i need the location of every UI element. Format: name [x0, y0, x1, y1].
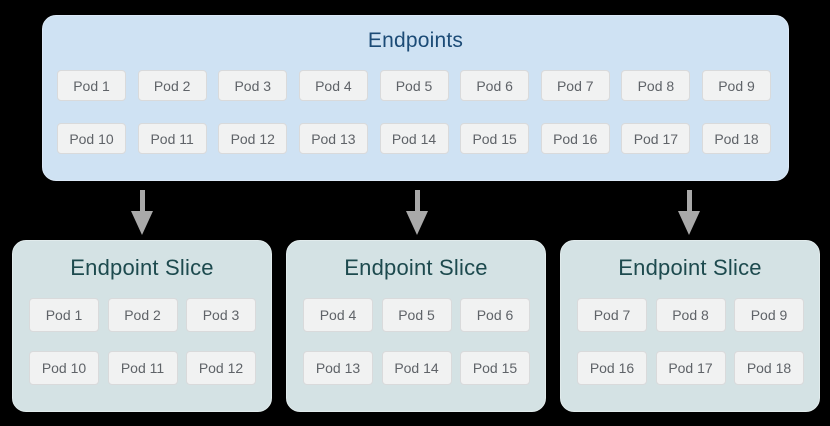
endpoints-title: Endpoints [367, 29, 464, 52]
arrow-down-icon [131, 211, 153, 235]
endpoint-slice-title: Endpoint Slice [70, 255, 214, 280]
pod-chip: Pod 13 [298, 123, 368, 154]
pod-chip: Pod 7 [577, 298, 647, 332]
pod-chip: Pod 5 [379, 70, 449, 101]
endpoint-slice-title: Endpoint Slice [344, 255, 488, 280]
arrow-shaft [414, 190, 420, 211]
pod-chip: Pod 9 [734, 298, 804, 332]
pod-chip: Pod 10 [57, 123, 126, 154]
pod-chip: Pod 8 [621, 70, 691, 101]
pod-chip: Pod 3 [186, 298, 256, 332]
pod-chip: Pod 13 [303, 351, 373, 385]
pod-chip: Pod 7 [540, 70, 610, 101]
pod-chip: Pod 5 [381, 298, 452, 332]
pod-chip: Pod 18 [702, 123, 771, 154]
flow-arrow-3 [677, 190, 701, 236]
pod-chip: Pod 3 [218, 70, 288, 101]
pod-chip: Pod 6 [460, 298, 530, 332]
pod-chip: Pod 4 [303, 298, 373, 332]
pod-chip: Pod 1 [57, 70, 126, 101]
endpoint-slice-title: Endpoint Slice [618, 255, 762, 280]
pod-chip: Pod 2 [107, 298, 178, 332]
pod-chip: Pod 14 [379, 123, 449, 154]
pod-chip: Pod 11 [107, 351, 178, 385]
pod-chip: Pod 12 [186, 351, 256, 385]
pod-chip: Pod 6 [460, 70, 530, 101]
endpoints-box: Endpoints Pod 1 Pod 2 Pod 3 Pod 4 Pod 5 Pod 6… [42, 15, 789, 181]
endpoints-pod-row-1: Pod 1 Pod 2 Pod 3 Pod 4 Pod 5 Pod 6 Pod 7 Pod 8… [57, 70, 771, 101]
pod-chip: Pod 15 [460, 351, 530, 385]
pod-chip: Pod 4 [298, 70, 368, 101]
pod-chip: Pod 1 [29, 298, 99, 332]
pod-chip: Pod 17 [621, 123, 691, 154]
pod-chip: Pod 12 [218, 123, 288, 154]
flow-arrow-2 [405, 190, 429, 236]
pod-chip: Pod 15 [460, 123, 530, 154]
arrow-down-icon [678, 211, 700, 235]
pod-chip: Pod 17 [655, 351, 726, 385]
pod-chip: Pod 16 [540, 123, 610, 154]
arrow-down-icon [406, 211, 428, 235]
pod-chip: Pod 10 [29, 351, 99, 385]
pod-chip: Pod 2 [137, 70, 207, 101]
arrow-shaft [139, 190, 145, 211]
pod-chip: Pod 16 [577, 351, 647, 385]
pod-chip: Pod 18 [734, 351, 804, 385]
endpoints-pod-row-2: Pod 10 Pod 11 Pod 12 Pod 13 Pod 14 Pod 15 Pod … [57, 123, 771, 154]
pod-chip: Pod 14 [381, 351, 452, 385]
pod-chip: Pod 8 [655, 298, 726, 332]
pod-chip: Pod 11 [137, 123, 207, 154]
flow-arrow-1 [130, 190, 154, 236]
pod-chip: Pod 9 [702, 70, 771, 101]
arrow-shaft [686, 190, 692, 211]
